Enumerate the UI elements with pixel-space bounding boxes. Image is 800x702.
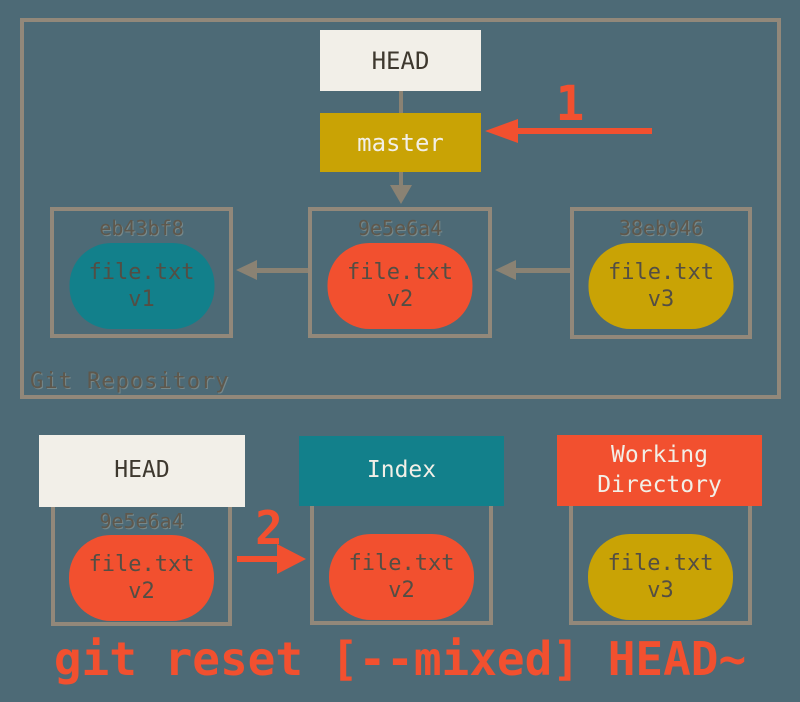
file-name: file.txt [608,259,714,285]
head-area-title-box: HEAD [39,435,245,507]
index-area-title: Index [366,457,437,484]
commit-hash: 9e5e6a4 [357,216,443,240]
file-version: v3 [647,578,674,603]
parent-arrowhead-icon [495,260,516,280]
file-version: v1 [128,287,155,312]
commit-hash: eb43bf8 [99,216,184,240]
commit-box-9e5e6a4: 9e5e6a4 file.txt v2 [308,207,492,338]
file-blob-v1: file.txt v1 [69,243,214,329]
step-1-label: 1 [555,76,585,132]
file-name: file.txt [88,259,195,285]
file-name: file.txt [88,551,195,577]
git-repository-box [20,18,781,399]
git-command-caption: git reset [--mixed] HEAD~ [53,632,747,686]
parent-arrow-line [257,268,308,273]
file-name: file.txt [347,259,453,285]
step-2-arrowhead-icon [277,544,306,574]
working-directory-title-box: Working Directory [557,435,762,506]
file-version: v2 [386,287,414,312]
commit-hash: 38eb946 [618,216,704,240]
commit-box-38eb946: 38eb946 file.txt v3 [570,207,752,339]
head-file-blob: file.txt v2 [69,535,214,621]
head-area-title: HEAD [114,457,170,484]
step-2-arrow-line [237,556,279,562]
parent-arrowhead-icon [236,260,257,280]
parent-arrow-line [516,268,570,273]
master-to-commit-arrowhead-icon [390,185,412,204]
step-1-arrowhead-icon [485,119,518,143]
file-version: v2 [128,579,155,604]
index-area-title-box: Index [299,436,504,506]
file-version: v2 [388,578,415,603]
head-commit-hash: 9e5e6a4 [99,509,184,533]
head-ref-box: HEAD [320,30,481,91]
step-1-arrow-line [517,128,652,134]
index-file-blob: file.txt v2 [329,534,474,620]
file-version: v3 [647,287,675,312]
master-branch-box: master [320,113,481,172]
git-repository-label: Git Repository [30,369,230,394]
file-name: file.txt [348,550,455,576]
head-ref-label: HEAD [371,46,430,75]
file-name: file.txt [607,550,714,576]
file-blob-v2: file.txt v2 [327,243,473,329]
master-branch-label: master [357,128,444,157]
commit-box-eb43bf8: eb43bf8 file.txt v1 [50,207,233,338]
master-to-commit-connector [399,172,403,186]
working-directory-title: Working Directory [597,441,722,498]
file-blob-v3: file.txt v3 [588,243,734,329]
head-to-master-connector [399,91,403,113]
working-directory-file-blob: file.txt v3 [588,534,733,620]
